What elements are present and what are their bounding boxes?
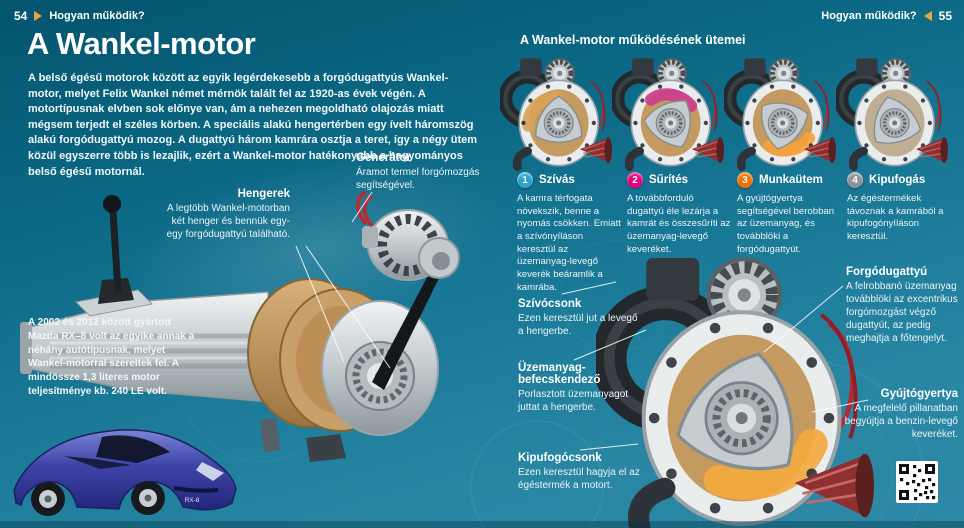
step-2-number-badge: 2	[627, 172, 643, 188]
step-3: 3 Munkaütem A gyújtógyertya segítségével…	[737, 172, 843, 256]
stage-1-engine-illustration	[500, 52, 612, 172]
step-1-title: Szívás	[539, 174, 575, 186]
step-2-title: Sűrítés	[649, 174, 688, 186]
right-page-header: Hogyan működik? 55	[821, 9, 952, 23]
label-uzemanyag-befecskendezo: Üzemanyag-befecskendező Porlasztott üzem…	[518, 362, 648, 414]
arrow-left-icon	[923, 11, 932, 21]
label-forgodugattyu-body: A felrobbanó üzemanyag továbblöki az exc…	[846, 281, 958, 344]
label-kipufogocsonk-title: Kipufogócsonk	[518, 452, 602, 464]
arrow-right-icon	[34, 11, 43, 21]
car-badge: RX-8	[185, 497, 200, 504]
right-page-number: 55	[938, 9, 952, 23]
step-4-body: Az égéstermékek távoznak a kamrából a ki…	[847, 193, 944, 242]
step-3-title: Munkaütem	[759, 174, 823, 186]
step-4-number-badge: 4	[847, 172, 863, 188]
label-kipufogocsonk-body: Ezen keresztül hagyja el az égéstermék a…	[518, 467, 640, 491]
right-section-title: Hogyan működik?	[821, 10, 917, 22]
label-forgodugattyu-title: Forgódugattyú	[846, 266, 928, 278]
step-1: 1 Szívás A kamra térfogata növekszik, be…	[517, 172, 623, 294]
callout-generator-body: Áramot termel forgómozgás segítségével.	[356, 167, 480, 191]
left-page-header: 54 Hogyan működik?	[14, 9, 145, 23]
step-1-number-badge: 1	[517, 172, 533, 188]
page-title: A Wankel-motor	[27, 26, 256, 61]
step-1-body: A kamra térfogata növekszik, benne a nyo…	[517, 193, 621, 293]
label-uzemanyag-body: Porlasztott üzemanyagot juttat a hengerb…	[518, 389, 629, 413]
label-forgodugattyu: Forgódugattyú A felrobbanó üzemanyag tov…	[846, 266, 960, 345]
stage-2-engine-illustration	[612, 52, 724, 172]
step-2: 2 Sűrítés A továbbforduló dugattyú éle l…	[627, 172, 733, 256]
mazda-rx8-car: RX-8	[13, 429, 237, 516]
left-page-number: 54	[14, 9, 28, 23]
label-gyujtogyertya: Gyújtógyertya A megfelelő pillanatban be…	[840, 388, 958, 441]
mazda-note: A 2002 és 2012 között gyártott Mazda RX–…	[28, 317, 195, 397]
label-kipufogocsonk: Kipufogócsonk Ezen keresztül hagyja el a…	[518, 452, 652, 492]
label-gyujtogyertya-body: A megfelelő pillanatban begyújtja a benz…	[844, 403, 958, 440]
step-3-body: A gyújtógyertya segítségével berobban az…	[737, 193, 835, 255]
diagram-title: A Wankel-motor működésének ütemei	[520, 33, 746, 47]
label-gyujtogyertya-title: Gyújtógyertya	[880, 388, 958, 400]
stage-4-engine-illustration	[836, 52, 948, 172]
step-3-number-badge: 3	[737, 172, 753, 188]
step-2-body: A továbbforduló dugattyú éle lezárja a k…	[627, 193, 731, 255]
bottom-edge	[0, 521, 964, 528]
label-szivocsonk-title: Szívócsonk	[518, 298, 582, 310]
callout-generator-title: Generátor	[356, 152, 411, 164]
qr-code	[896, 461, 938, 503]
step-4-title: Kipufogás	[869, 174, 926, 186]
step-4: 4 Kipufogás Az égéstermékek távoznak a k…	[847, 172, 953, 244]
callout-hengerek: Hengerek A legtöbb Wankel-motorban két h…	[158, 188, 290, 241]
intro-paragraph: A belső égésű motorok között az egyik le…	[28, 72, 478, 178]
left-section-title: Hogyan működik?	[49, 10, 145, 22]
callout-hengerek-title: Hengerek	[237, 188, 290, 200]
callout-generator: Generátor Áramot termel forgómozgás segí…	[356, 152, 484, 192]
label-szivocsonk-body: Ezen keresztül jut a levegő a hengerbe.	[518, 313, 638, 337]
label-szivocsonk: Szívócsonk Ezen keresztül jut a levegő a…	[518, 298, 640, 338]
callout-hengerek-body: A legtöbb Wankel-motorban két henger és …	[166, 203, 290, 240]
label-uzemanyag-title: Üzemanyag-befecskendező	[518, 362, 601, 386]
stage-3-engine-illustration	[724, 52, 836, 172]
